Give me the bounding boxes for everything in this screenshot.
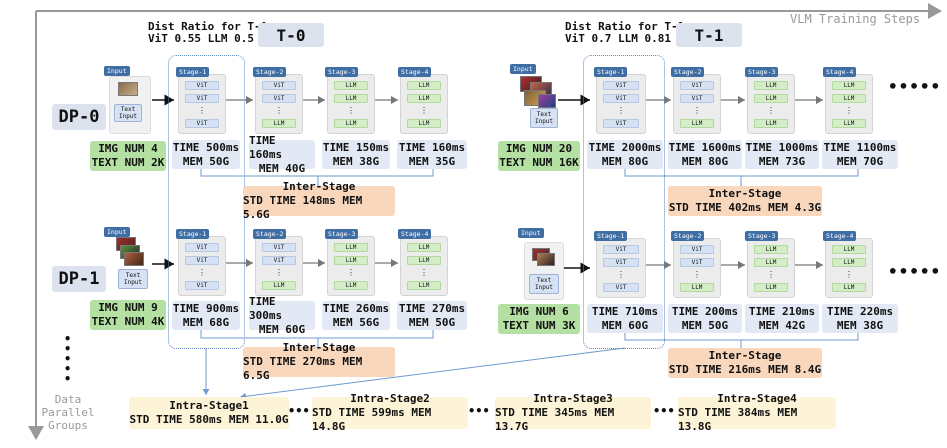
inter-stage-dp1-t1: Inter-Stage STD TIME 216ms MEM 8.4G: [668, 348, 822, 378]
stage4-dp1-t0: Stage-4 LLM LLM ⋮ LLM: [398, 229, 448, 296]
intra-stage-3: Intra-Stage3 STD TIME 345ms MEM 13.7G: [495, 392, 651, 433]
more-steps-ellipsis-dp0: •••••: [888, 77, 942, 96]
intra-stage-4: Intra-Stage4 STD TIME 384ms MEM 13.8G: [678, 392, 836, 433]
dp-tag-0: DP-0: [52, 104, 106, 130]
x-axis-label: VLM Training Steps: [790, 12, 921, 26]
sample-info-dp1-t0: IMG NUM 9 TEXT NUM 4K: [90, 300, 166, 330]
inter-brackets: [200, 168, 859, 348]
stage3-dp0-t0: Stage-3 LLM LLM ⋮ LLM: [325, 67, 375, 134]
stage2-dp1-t0: Stage-2 ViT ViT ⋮ LLM: [253, 229, 303, 296]
stage3-dp1-t1: Stage-3 LLM LLM ⋮ LLM: [745, 231, 795, 298]
intra-stage-2: Intra-Stage2 STD TIME 599ms MEM 14.8G: [312, 392, 468, 433]
ratio-t0: Dist Ratio for T-0 ViT 0.55 LLM 0.5: [148, 20, 268, 45]
stage3-dp0-t1: Stage-3 LLM LLM ⋮ LLM: [745, 67, 795, 134]
stage2-dp0-t0: Stage-2 ViT ViT ⋮ LLM: [253, 67, 303, 134]
stage1-group-t1: [583, 55, 665, 349]
stage1-dp0-t1: Stage-1 ViT ViT ⋮ ViT: [594, 67, 646, 134]
sample-info-dp0-t0: IMG NUM 4 TEXT NUM 2K: [90, 141, 166, 171]
intra-links: [202, 347, 626, 400]
intra-ellipsis-1: •••: [288, 404, 310, 418]
stage4-dp0-t1: Stage-4 LLM LLM ⋮ LLM: [823, 67, 873, 134]
stage4-dp0-t0: Stage-4 LLM LLM ⋮ LLM: [398, 67, 448, 134]
sample-info-dp1-t1: IMG NUM 6 TEXT NUM 3K: [498, 304, 580, 334]
dp-tag-1: DP-1: [52, 266, 106, 292]
stage2-dp1-t1: Stage-2 ViT ViT ⋮ LLM: [671, 231, 721, 298]
step-tag-t1: T-1: [676, 23, 742, 47]
stage-arrows: [226, 95, 823, 270]
inter-stage-dp0-t1: Inter-Stage STD TIME 402ms MEM 4.3G: [668, 186, 822, 216]
inter-stage-dp1-t0: Inter-Stage STD TIME 270ms MEM 6.5G: [243, 341, 395, 382]
stage1-dp1-t1: Stage-1 ViT ViT ⋮ ViT: [594, 231, 646, 298]
ratio-t1: Dist Ratio for T-1 ViT 0.7 LLM 0.81: [565, 20, 685, 45]
inter-stage-dp0-t0: Inter-Stage STD TIME 148ms MEM 5.6G: [243, 180, 395, 221]
stage3-dp1-t0: Stage-3 LLM LLM ⋮ LLM: [325, 229, 375, 296]
stage1-dp0-t0: Stage-1 ViT ViT ⋮ ViT: [176, 67, 226, 134]
image-thumbnail: [537, 253, 555, 266]
more-dp-groups-ellipsis: •••••: [64, 332, 72, 386]
y-axis-label: Data Parallel Groups: [41, 393, 95, 432]
stage1-dp1-t0: Stage-1 ViT ViT ⋮ ViT: [176, 229, 226, 296]
stage4-dp1-t1: Stage-4 LLM LLM ⋮ LLM: [823, 231, 873, 298]
input-arrows: [152, 94, 590, 274]
intra-ellipsis-2: •••: [468, 404, 490, 418]
more-steps-ellipsis-dp1: •••••: [888, 262, 942, 281]
sample-info-dp0-t1: IMG NUM 20 TEXT NUM 16K: [498, 141, 580, 171]
image-thumbnail: [124, 252, 144, 266]
intra-ellipsis-3: •••: [653, 404, 675, 418]
image-thumbnail: [118, 82, 138, 96]
step-tag-t0: T-0: [258, 23, 324, 47]
image-thumbnail: [538, 94, 556, 108]
stage2-dp0-t1: Stage-2 ViT ViT ⋮ LLM: [671, 67, 721, 134]
intra-stage-1: Intra-Stage1 STD TIME 580ms MEM 11.0G: [129, 397, 289, 429]
